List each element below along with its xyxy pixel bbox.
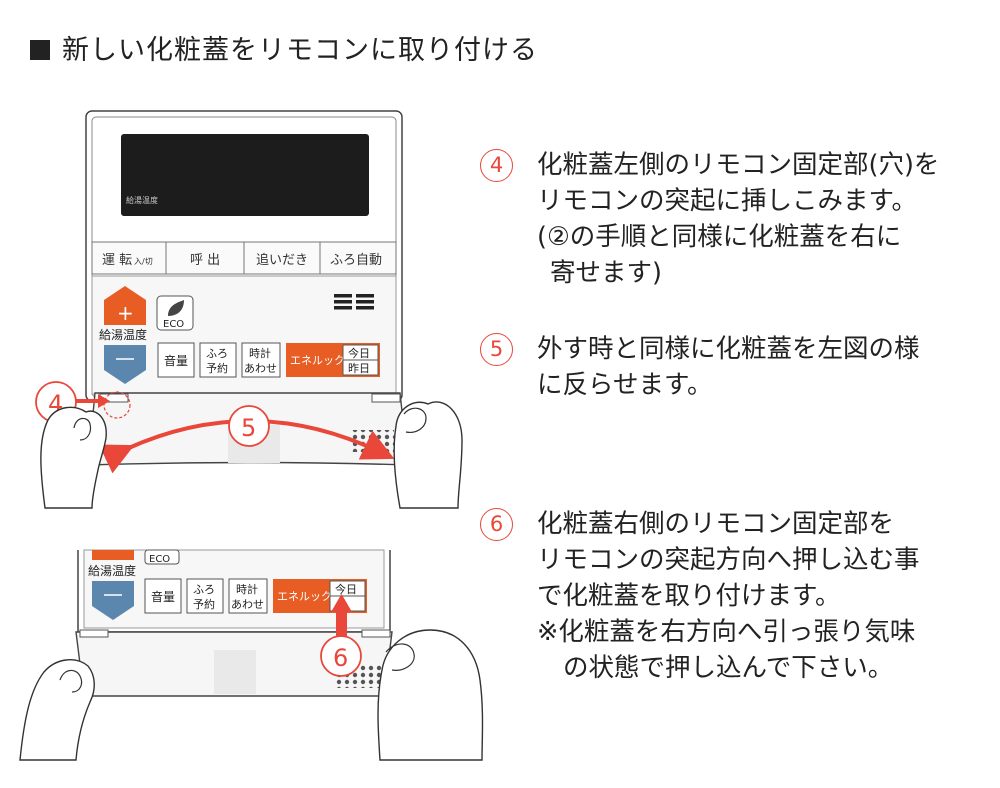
step-4-line-4: 寄せます)	[550, 258, 662, 288]
eco-label-lower: ECO	[149, 554, 170, 565]
button-auto-bath[interactable]: ふろ自動	[330, 253, 382, 268]
fixing-hole-marker	[103, 391, 131, 419]
bath-reserve-label-2: 予約	[206, 361, 228, 375]
button-reheat[interactable]: 追いだき	[256, 252, 308, 268]
display-label: 給湯温度	[126, 195, 158, 205]
top-buttons: 運 転 入/切 呼 出 追いだき ふろ自動	[91, 241, 397, 275]
today-label: 今日	[348, 346, 370, 360]
button-run[interactable]: 運 転	[102, 253, 132, 268]
clock-set-lower-1: 時計	[236, 582, 258, 596]
step-5: 5 外す時と同様に化粧蓋を左図の様 に反らせます。	[480, 331, 980, 405]
step-4-line-2: リモコンの突起に挿しこみます。	[537, 186, 917, 216]
step-4: 4 化粧蓋左側のリモコン固定部(穴)を リモコンの突起に挿しこみます。 (②の手…	[480, 147, 980, 293]
temp-label-lower: 給湯温度	[88, 563, 136, 578]
bath-reserve-button[interactable]	[199, 342, 237, 378]
temp-down-button-lower[interactable]	[92, 581, 134, 620]
today-label-lower: 今日	[335, 582, 357, 596]
step-5-badge: 5	[480, 333, 513, 366]
right-hand-lower	[377, 629, 484, 761]
step-4-line-3: (②の手順と同様に化粧蓋を右に	[537, 222, 902, 252]
volume-button-lower[interactable]	[144, 578, 182, 614]
square-bullet-icon	[30, 40, 50, 60]
remote-upper: 給湯温度 運 転 入/切 呼 出 追いだき ふろ自動 + 給湯温度 ECO	[35, 110, 463, 509]
plus-icon: +	[117, 301, 134, 325]
step-6-badge: 6	[480, 508, 513, 541]
menu-icon	[334, 294, 374, 310]
clock-set-label-2: あわせ	[244, 362, 277, 375]
bath-reserve-label-1: ふろ	[206, 347, 228, 360]
temp-up-button[interactable]	[104, 286, 146, 325]
yesterday-label: 昨日	[348, 362, 370, 375]
callout-5: 5	[241, 414, 256, 442]
button-call[interactable]: 呼 出	[190, 253, 220, 268]
eco-label: ECO	[163, 319, 184, 330]
step-6-line-1: 化粧蓋右側のリモコン固定部を	[537, 509, 895, 539]
push-arrow	[336, 610, 347, 638]
clock-set-lower-2: あわせ	[231, 598, 264, 611]
step-6-line-3: で化粧蓋を取り付けます。	[537, 581, 841, 611]
volume-label-lower: 音量	[151, 589, 175, 604]
leaf-icon	[168, 300, 184, 316]
remote-lower: ECO 給湯温度 音量 ふろ 予約 時計 あわせ エネルック 今日 6	[19, 549, 484, 761]
step-6: 6 化粧蓋右側のリモコン固定部を リモコンの突起方向へ押し込む事 で化粧蓋を取り…	[480, 506, 980, 688]
bath-reserve-lower-2: 予約	[193, 597, 215, 611]
step-4-line-1: 化粧蓋左側のリモコン固定部(穴)を	[537, 150, 940, 180]
page-title-text: 新しい化粧蓋をリモコンに取り付ける	[62, 35, 538, 66]
clock-set-label-1: 時計	[249, 346, 271, 360]
right-hand-upper	[393, 401, 463, 509]
bath-reserve-button-lower[interactable]	[186, 578, 224, 614]
clock-set-button-lower[interactable]	[228, 578, 268, 614]
page-title: 新しい化粧蓋をリモコンに取り付ける	[30, 28, 538, 67]
enelook-label: エネルック	[290, 354, 345, 367]
enelook-label-lower: エネルック	[277, 590, 332, 603]
temp-down-button[interactable]	[104, 345, 146, 384]
left-hand-upper	[40, 406, 107, 509]
step-6-line-2: リモコンの突起方向へ押し込む事	[537, 545, 920, 575]
lcd-display	[121, 134, 369, 216]
button-run-sub: 入/切	[134, 257, 153, 266]
clock-set-button[interactable]	[241, 342, 281, 378]
bath-reserve-lower-1: ふろ	[193, 583, 215, 596]
step-6-line-5: の状態で押し込んで下さい。	[563, 653, 894, 683]
temp-label: 給湯温度	[99, 327, 147, 342]
step-5-line-1: 外す時と同様に化粧蓋を左図の様	[537, 334, 920, 364]
step-4-badge: 4	[480, 149, 513, 182]
step-6-line-4: ※化粧蓋を右方向へ引っ張り気味	[537, 617, 916, 647]
volume-button[interactable]	[157, 342, 195, 378]
left-hand-lower	[19, 659, 95, 761]
callout-6: 6	[333, 644, 348, 672]
volume-label: 音量	[164, 353, 188, 368]
step-5-line-2: に反らせます。	[537, 370, 713, 400]
